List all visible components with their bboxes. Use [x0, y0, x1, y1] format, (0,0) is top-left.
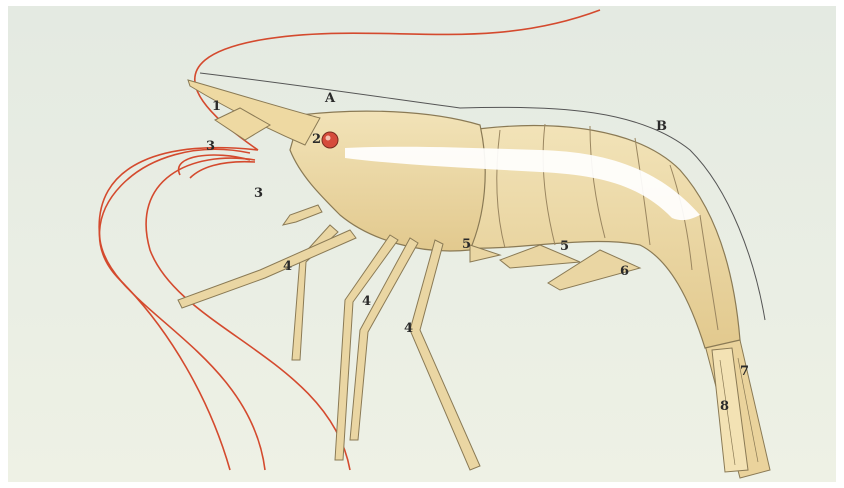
label-6: 6 [620, 264, 629, 279]
label-8: 8 [720, 399, 729, 414]
label-b: B [656, 119, 667, 134]
label-4c: 4 [404, 321, 413, 336]
label-4a: 4 [283, 259, 292, 274]
label-5b: 5 [560, 239, 569, 254]
label-3a: 3 [206, 139, 215, 154]
label-7: 7 [740, 364, 749, 379]
label-5a: 5 [462, 237, 471, 252]
eye [322, 132, 338, 148]
eye-highlight [326, 136, 331, 141]
label-a: A [324, 91, 336, 106]
label-4b: 4 [362, 294, 371, 309]
label-1: 1 [212, 99, 221, 114]
label-3b: 3 [254, 186, 263, 201]
label-2: 2 [312, 132, 321, 147]
